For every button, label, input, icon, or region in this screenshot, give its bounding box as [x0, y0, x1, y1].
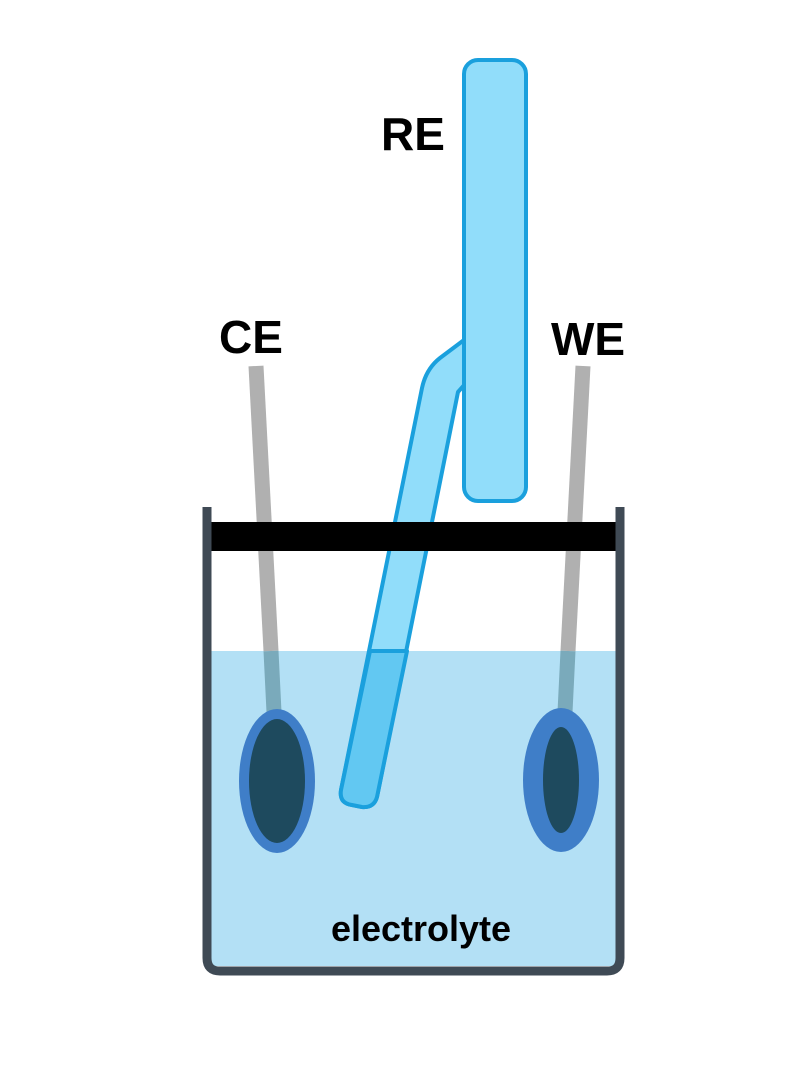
- counter-electrode-plate-inner: [249, 719, 305, 843]
- counter-electrode-wire: [248, 365, 279, 652]
- counter-electrode-wire-submerged: [263, 650, 282, 713]
- working-electrode-wire: [560, 365, 591, 652]
- reference-electrode-tube: [462, 58, 528, 503]
- beaker: [202, 507, 625, 976]
- reference-electrode-label: RE: [381, 108, 445, 160]
- working-electrode-plate-inner: [543, 727, 579, 833]
- cell-lid: [211, 522, 616, 551]
- counter-electrode-label: CE: [219, 311, 283, 363]
- electrolyte-label: electrolyte: [331, 908, 511, 949]
- reference-tube-arm-submerged: [338, 649, 409, 810]
- working-electrode-label: WE: [551, 313, 625, 365]
- working-electrode-wire-submerged: [557, 650, 576, 713]
